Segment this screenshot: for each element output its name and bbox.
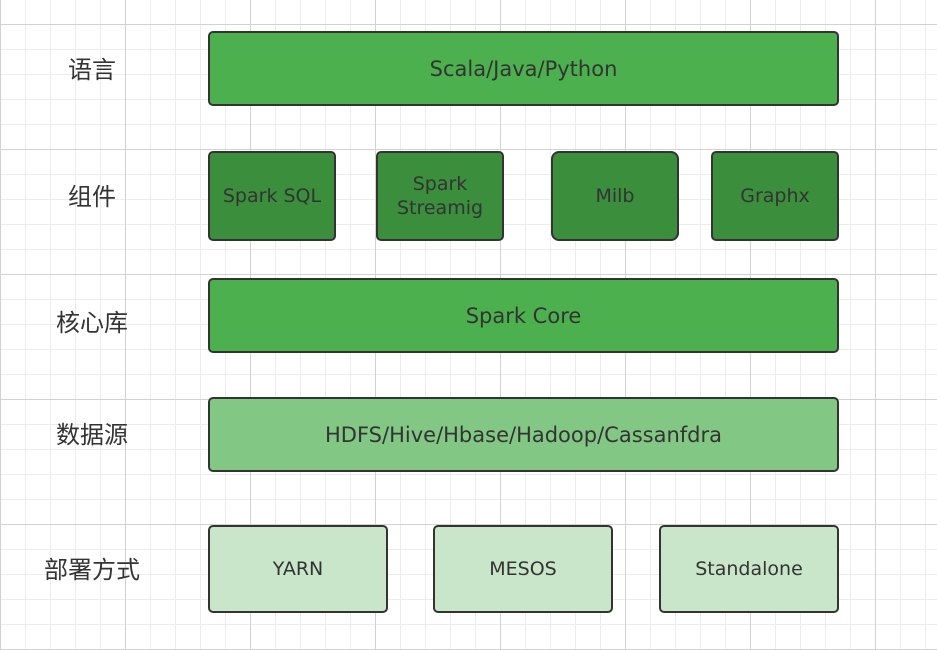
language-box-text: Scala/Java/Python [429, 56, 618, 81]
row-label-core: 核心库 [56, 309, 128, 337]
component-milb-text: Milb [595, 185, 635, 207]
row-label-language: 语言 [68, 56, 116, 84]
row-label-components: 组件 [68, 183, 116, 211]
deploy-yarn-text: YARN [272, 558, 324, 580]
deploy-standalone-text: Standalone [695, 558, 803, 580]
deploy-mesos-text: MESOS [489, 558, 557, 580]
component-spark-streaming: Spark Streamig [376, 151, 504, 241]
core-box: Spark Core [208, 278, 839, 353]
deploy-mesos: MESOS [433, 525, 613, 613]
component-spark-streaming-line1: Spark [412, 173, 468, 195]
datasource-box-text: HDFS/Hive/Hbase/Hadoop/Cassanfdra [325, 422, 722, 447]
component-milb: Milb [551, 151, 679, 241]
datasource-box: HDFS/Hive/Hbase/Hadoop/Cassanfdra [208, 397, 839, 472]
row-label-datasource: 数据源 [56, 421, 128, 449]
row-label-deploy: 部署方式 [44, 556, 140, 584]
component-spark-sql-text: Spark SQL [222, 185, 322, 207]
component-spark-sql: Spark SQL [208, 151, 336, 241]
component-graphx: Graphx [711, 151, 839, 241]
deploy-standalone: Standalone [659, 525, 839, 613]
core-box-text: Spark Core [465, 303, 582, 328]
language-box: Scala/Java/Python [208, 31, 839, 106]
component-graphx-text: Graphx [740, 185, 810, 207]
deploy-yarn: YARN [208, 525, 388, 613]
component-spark-streaming-line2: Streamig [396, 197, 484, 219]
